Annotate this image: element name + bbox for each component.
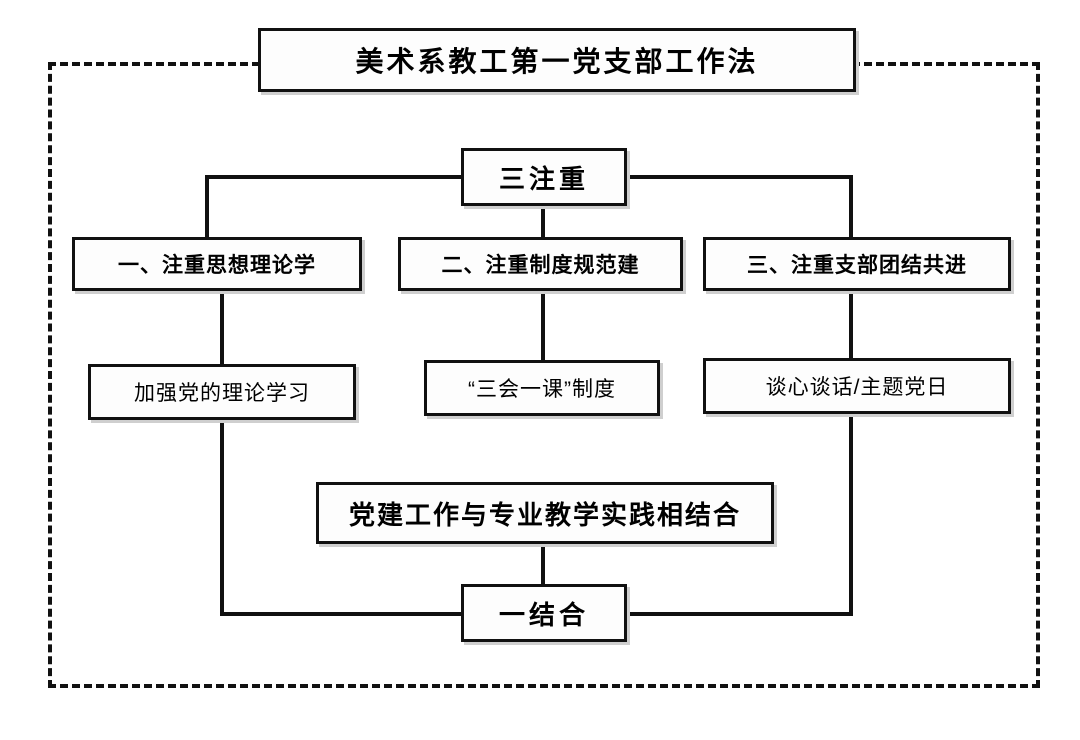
node-top-hub: 三注重 [461,148,627,206]
node-leaf-1: 加强党的理论学习 [88,364,356,420]
connector-right-rail-down [849,175,853,241]
node-pillar-3: 三、注重支部团结共进 [703,237,1011,291]
connector-hub-to-left-rail [205,175,463,179]
node-combine: 党建工作与专业教学实践相结合 [316,482,774,544]
connector-bottom-right-rail [623,612,853,616]
connector-left-rail-down [205,175,209,241]
connector-leaf-3-down [849,412,853,616]
node-leaf-2: “三会一课”制度 [424,360,660,416]
connector-bottom-left-rail [220,612,465,616]
connector-leaf-1-down [220,418,224,616]
node-leaf-3: 谈心谈话/主题党日 [703,358,1011,414]
node-bottom-hub: 一结合 [461,584,627,642]
connector-pillar-2-to-leaf-2 [541,289,545,364]
connector-pillar-3-to-leaf-3 [849,289,853,362]
connector-hub-to-right-rail [625,175,853,179]
node-pillar-2: 二、注重制度规范建 [398,237,683,291]
connector-combine-to-bottom-hub [541,542,545,586]
connector-hub-to-pillar-2 [541,204,545,241]
diagram-title: 美术系教工第一党支部工作法 [258,28,856,92]
connector-pillar-1-to-leaf-1 [220,289,224,368]
node-pillar-1: 一、注重思想理论学 [72,237,362,291]
